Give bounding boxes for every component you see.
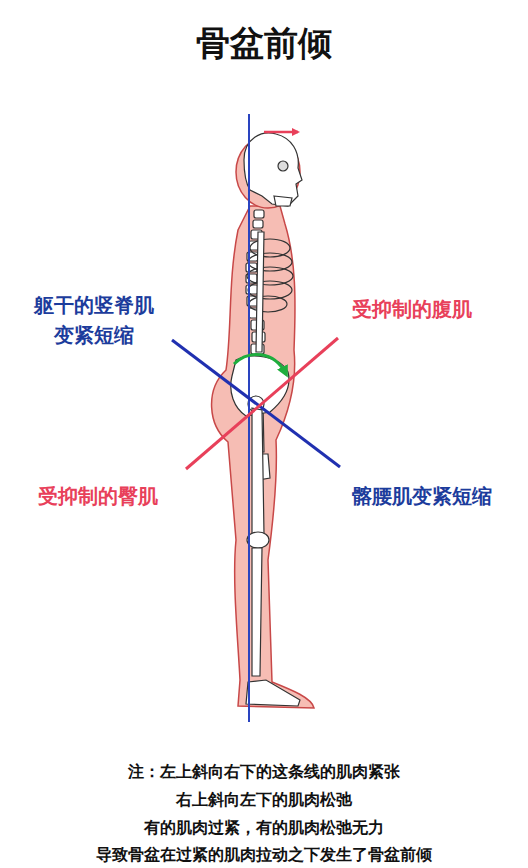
body-silhouette	[212, 136, 314, 708]
note-text: 注：左上斜向右下的这条线的肌肉紧张	[0, 760, 528, 784]
weak-muscle-line	[186, 338, 338, 469]
note-text: 导致骨盆在过紧的肌肉拉动之下发生了骨盆前倾	[0, 843, 528, 867]
plumb-line	[248, 114, 250, 722]
muscle-label: 受抑制的臀肌	[14, 481, 182, 511]
title: 骨盆前倾	[0, 18, 528, 69]
muscle-label: 髂腰肌变紧短缩	[322, 481, 522, 511]
tilt-arrow	[234, 355, 286, 374]
muscle-label: 躯干的竖脊肌 变紧短缩	[14, 290, 174, 350]
note-text: 有的肌肉过紧，有的肌肉松弛无力	[0, 816, 528, 840]
muscle-label: 受抑制的腹肌	[326, 294, 498, 324]
forward-arrow	[264, 131, 298, 134]
note-text: 右上斜向左下的肌肉松弛	[0, 788, 528, 812]
